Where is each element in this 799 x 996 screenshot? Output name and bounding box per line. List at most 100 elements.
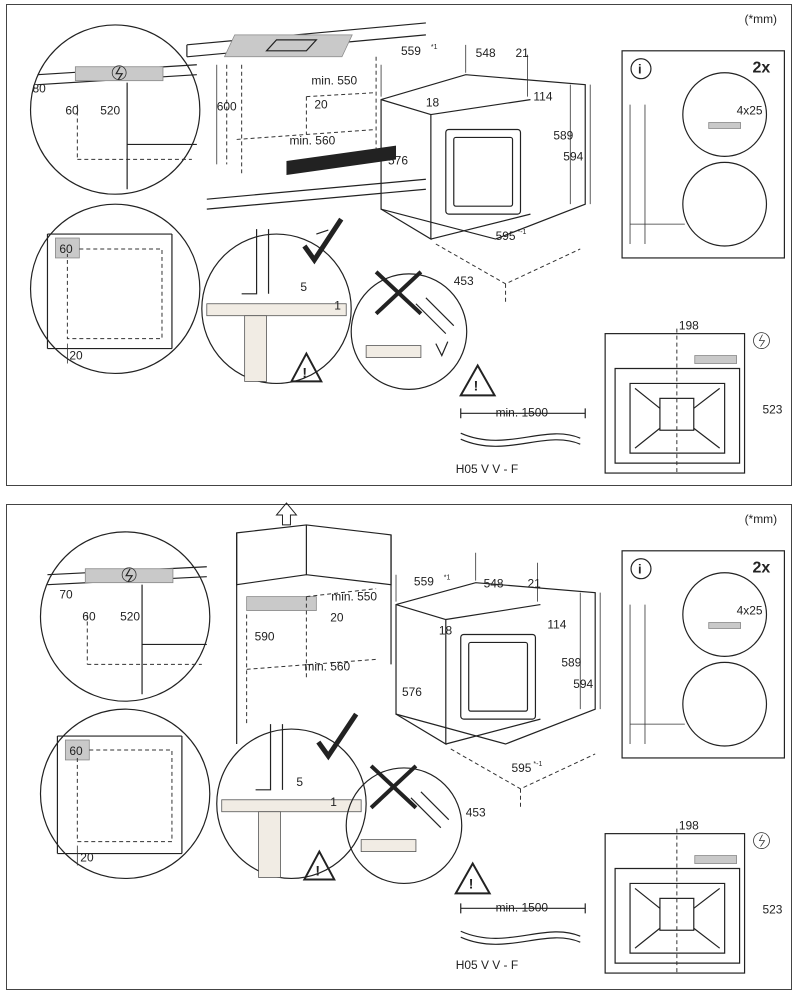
info-icon-2 bbox=[630, 558, 652, 580]
dim-595-b: 595 bbox=[512, 761, 532, 775]
warning-icon-3 bbox=[302, 849, 336, 881]
info-screws-2: 4x25 bbox=[737, 604, 763, 618]
dim-21: 21 bbox=[516, 46, 530, 60]
info-screws: 4x25 bbox=[737, 104, 763, 118]
col-dim-60: 60 bbox=[82, 610, 96, 624]
dim-559-sup-b: *1 bbox=[444, 575, 451, 582]
cable-drawing-2 bbox=[460, 903, 586, 945]
gap-dim-5: 5 bbox=[300, 280, 307, 294]
electric-symbol-icon bbox=[115, 66, 124, 81]
cab-dim-60-2: 60 bbox=[69, 744, 83, 758]
dim-559-b: 559 bbox=[414, 575, 434, 589]
electric-symbol-icon-2 bbox=[125, 568, 134, 583]
oven-front-view-2 bbox=[604, 828, 770, 974]
gap-dim-1-b: 1 bbox=[330, 795, 337, 809]
checkmark-icon-2 bbox=[316, 712, 359, 761]
dim-18: 18 bbox=[426, 96, 440, 110]
dim-576: 576 bbox=[388, 153, 408, 167]
checkmark-shape bbox=[302, 217, 344, 265]
cable-type: H05 V V - F bbox=[456, 462, 518, 476]
info-box-2: i bbox=[621, 550, 786, 759]
dim-589-b: 589 bbox=[561, 655, 581, 669]
oven-front-view bbox=[604, 328, 770, 474]
diagram-bottom: (*mm) 590 min. 550 20 min. 560 70 60 520… bbox=[39, 502, 786, 974]
dim-520: 520 bbox=[100, 104, 120, 118]
detail-circle-socket-2 bbox=[39, 531, 211, 702]
detail-circle-wrong-2 bbox=[345, 764, 463, 885]
dim-548-b: 548 bbox=[484, 577, 504, 591]
dim-min550: min. 550 bbox=[311, 74, 357, 88]
dim-595: 595 bbox=[496, 229, 516, 243]
spark-mark bbox=[435, 341, 449, 357]
dim-600: 600 bbox=[217, 100, 237, 114]
detail-circle-cabinet-2 bbox=[39, 708, 211, 880]
col-dim-min550: min. 550 bbox=[331, 590, 377, 604]
dim-21-b: 21 bbox=[527, 577, 541, 591]
svg-text:!: ! bbox=[315, 862, 320, 878]
dim-114-b: 114 bbox=[547, 617, 566, 631]
svg-text:!: ! bbox=[474, 377, 479, 393]
dim-594-b: 594 bbox=[573, 677, 593, 691]
warning-icon-2 bbox=[459, 363, 497, 397]
front-198-b: 198 bbox=[679, 819, 699, 833]
dim-595-sup: *-1 bbox=[518, 229, 527, 236]
unit-note: (*mm) bbox=[745, 12, 778, 26]
dim-559-sup: *1 bbox=[431, 44, 438, 51]
oven-perspective bbox=[380, 44, 591, 304]
arrow-up-icon bbox=[275, 502, 298, 526]
col-dim-min560: min. 560 bbox=[304, 659, 350, 673]
cable-min1500: min. 1500 bbox=[496, 405, 549, 419]
front-198: 198 bbox=[679, 319, 699, 333]
dim-min560: min. 560 bbox=[289, 133, 335, 147]
dim-595-sup-b: *-1 bbox=[533, 761, 542, 768]
detail-circle-wrong bbox=[350, 270, 468, 390]
dim-114: 114 bbox=[533, 90, 552, 104]
warning-icon-4 bbox=[454, 861, 492, 895]
dim-60: 60 bbox=[65, 104, 79, 118]
detail-circle-correct-2: ! bbox=[216, 712, 367, 881]
worktop bbox=[186, 22, 426, 210]
cross-icon-2 bbox=[369, 764, 418, 810]
dim-80: 80 bbox=[33, 82, 47, 96]
info-count-2: 2x bbox=[753, 560, 771, 577]
checkmark-icon bbox=[316, 229, 329, 235]
svg-text:!: ! bbox=[469, 875, 474, 891]
svg-text:!: ! bbox=[302, 364, 307, 380]
dim-594: 594 bbox=[563, 149, 583, 163]
oven-perspective-2 bbox=[395, 552, 601, 809]
dim-20: 20 bbox=[314, 98, 328, 112]
cab-dim-20-2: 20 bbox=[80, 851, 94, 865]
warning-icon bbox=[289, 351, 323, 383]
detail-circle-correct: ! bbox=[201, 217, 352, 385]
unit-note-2: (*mm) bbox=[745, 512, 778, 526]
cable-type-b: H05 V V - F bbox=[456, 958, 518, 972]
cross-icon bbox=[374, 270, 423, 316]
diagram-top: (*mm) 600 min. 550 20 min. 560 80 60 520… bbox=[29, 12, 785, 476]
panel-built-in-column: (*mm) 590 min. 550 20 min. 560 70 60 520… bbox=[6, 502, 792, 990]
gap-dim-1: 1 bbox=[334, 299, 341, 313]
col-dim-20: 20 bbox=[330, 611, 344, 625]
col-dim-590: 590 bbox=[255, 629, 275, 643]
info-icon bbox=[630, 58, 652, 80]
cab-dim-20: 20 bbox=[69, 349, 83, 363]
front-523-b: 523 bbox=[762, 902, 782, 916]
svg-text:i: i bbox=[638, 62, 642, 77]
cab-dim-60: 60 bbox=[59, 242, 73, 256]
dim-453-b: 453 bbox=[466, 806, 486, 820]
dim-18-b: 18 bbox=[439, 623, 453, 637]
info-count: 2x bbox=[753, 60, 771, 77]
detail-circle-socket bbox=[29, 24, 201, 195]
cable-drawing bbox=[460, 408, 586, 447]
panel-built-under-counter: (*mm) 600 min. 550 20 min. 560 80 60 520… bbox=[6, 4, 792, 486]
dim-453: 453 bbox=[454, 274, 474, 288]
svg-text:i: i bbox=[638, 562, 642, 577]
tall-cabinet bbox=[236, 502, 392, 745]
detail-circle-cabinet bbox=[29, 203, 201, 375]
cable-min1500-b: min. 1500 bbox=[496, 900, 549, 914]
dim-576-b: 576 bbox=[402, 685, 422, 699]
col-dim-70: 70 bbox=[59, 588, 73, 602]
front-523: 523 bbox=[762, 402, 782, 416]
vent-slot bbox=[286, 145, 397, 175]
gap-dim-5-b: 5 bbox=[296, 775, 303, 789]
col-dim-520: 520 bbox=[120, 610, 140, 624]
